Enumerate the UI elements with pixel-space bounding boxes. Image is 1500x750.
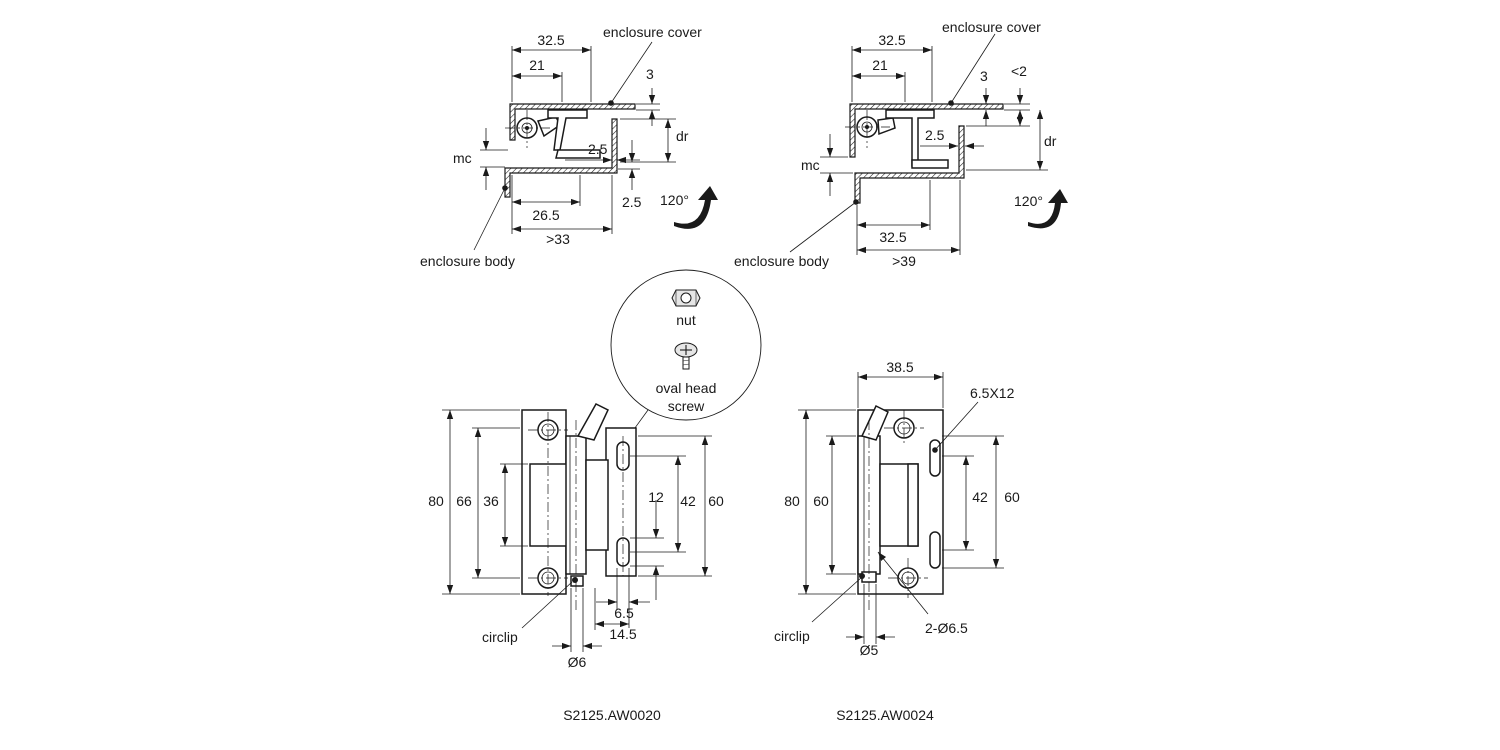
label-circlip: circlip [774,628,810,644]
dim-42: 42 [972,489,988,505]
dim-2-5: 2.5 [925,127,945,143]
dim-21: 21 [872,57,888,73]
label-circlip: circlip [482,629,518,645]
dim-12: 12 [648,489,664,505]
dim-80: 80 [784,493,800,509]
part-number-aw0024: S2125.AW0024 [836,707,934,723]
part-number-aw0020: S2125.AW0020 [563,707,661,723]
dim-66: 66 [456,493,472,509]
dim-80: 80 [428,493,444,509]
dim-60: 60 [708,493,724,509]
rotation-arrow-icon [1028,189,1068,229]
bottom-left-front-view: 80 66 36 12 42 60 6.5 14.5 Ø6 circlip S2… [428,403,724,723]
dim-gt33: >33 [546,231,570,247]
dim-3: 3 [980,68,988,84]
nut-icon [671,289,701,307]
dim-gt39: >39 [892,253,916,269]
bottom-right-front-view: 38.5 6.5X12 80 60 42 60 2-Ø6.5 Ø5 circli… [774,359,1020,723]
dim-dr: dr [1044,133,1057,149]
fastener-callout: nut oval head screw [610,269,762,433]
dim-32-5: 32.5 [878,32,905,48]
dim-dr: dr [676,128,689,144]
dim-2-d6-5: 2-Ø6.5 [925,620,968,636]
dim-42: 42 [680,493,696,509]
enclosure-cover-profile [849,103,1004,158]
screw-icon [674,342,698,370]
dim-32-5: 32.5 [537,32,564,48]
label-enclosure-body: enclosure body [420,253,515,269]
dim-60-left: 60 [813,493,829,509]
dim-14-5: 14.5 [609,626,636,642]
label-screw: screw [668,398,705,414]
rotation-angle: 120° [660,192,689,208]
dim-36: 36 [483,493,499,509]
enclosure-body-profile [854,125,965,204]
dim-60-right: 60 [1004,489,1020,505]
label-enclosure-body: enclosure body [734,253,829,269]
dim-2-5-right: 2.5 [622,194,642,210]
label-nut: nut [676,312,696,328]
dim-mc: mc [453,150,472,166]
rotation-angle: 120° [1014,193,1043,209]
label-oval-head: oval head [656,380,717,396]
dim-mc: mc [801,157,820,173]
dim-3: 3 [646,66,654,82]
dim-32-5-bottom: 32.5 [879,229,906,245]
label-enclosure-cover: enclosure cover [942,19,1041,35]
dim-d5: Ø5 [860,642,879,658]
enclosure-body-profile [504,118,618,198]
dim-26-5: 26.5 [532,207,559,223]
dim-6-5: 6.5 [614,605,634,621]
rotation-arrow-icon [674,186,718,229]
enclosure-cover-profile [509,103,636,141]
label-enclosure-cover: enclosure cover [603,24,702,40]
dim-2-5-middle: 2.5 [588,141,608,157]
top-right-section-view: 32.5 21 enclosure cover 3 <2 dr mc 2.5 3… [734,19,1068,269]
top-left-section-view: 32.5 21 enclosure cover 3 dr mc 2.5 2.5 … [420,24,718,269]
dim-6-5x12: 6.5X12 [970,385,1015,401]
dim-lt2: <2 [1011,63,1027,79]
dim-21: 21 [529,57,545,73]
dim-38-5: 38.5 [886,359,913,375]
dim-d6: Ø6 [568,654,587,670]
